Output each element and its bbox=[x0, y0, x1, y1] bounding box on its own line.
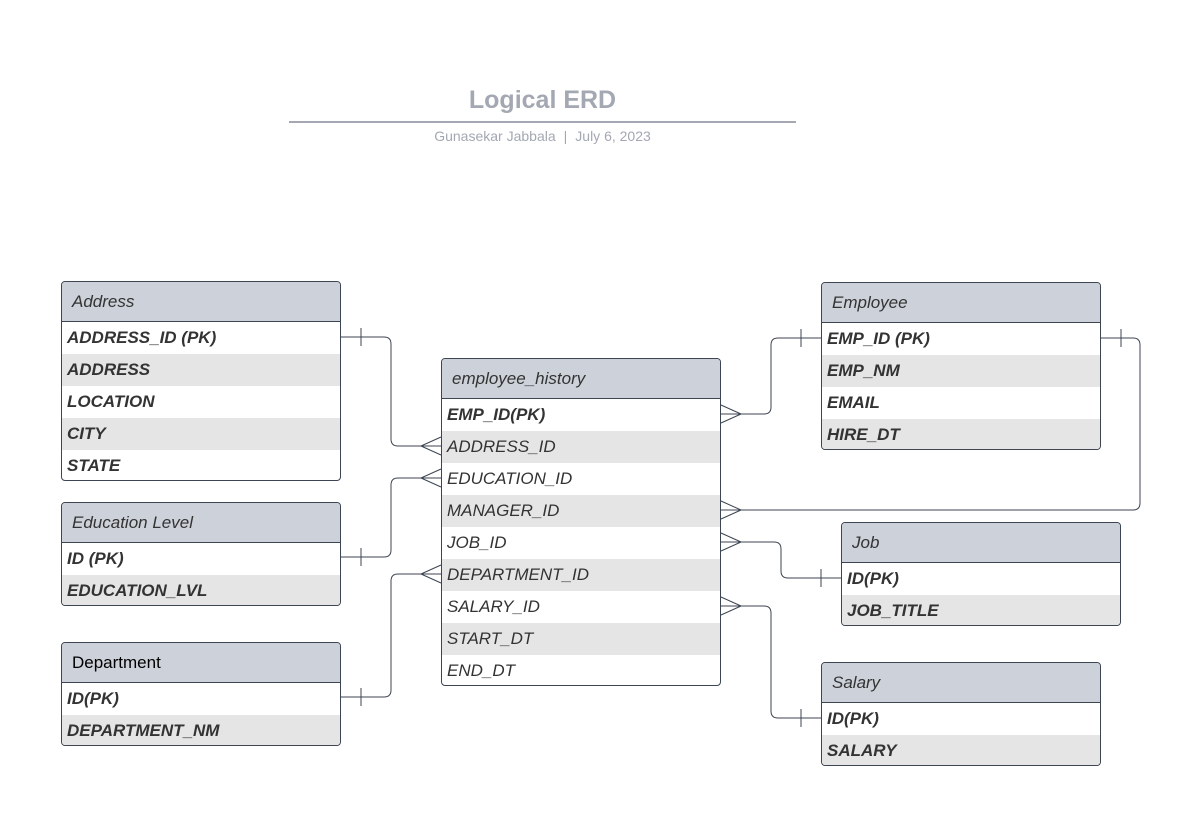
attribute-row[interactable]: EMAIL bbox=[827, 393, 880, 412]
entity-header[interactable]: Education Level bbox=[62, 503, 340, 543]
title-underline bbox=[289, 121, 796, 123]
entity-header[interactable]: employee_history bbox=[442, 359, 720, 399]
relationship-salary-history[interactable] bbox=[720, 596, 821, 727]
entity-address[interactable]: Address ADDRESS_ID (PK) ADDRESS LOCATION… bbox=[61, 281, 341, 481]
attribute-row[interactable]: HIRE_DT bbox=[822, 419, 1100, 449]
attribute-row[interactable]: ID(PK) bbox=[847, 569, 899, 588]
entity-header[interactable]: Employee bbox=[822, 283, 1100, 323]
entity-employee-history[interactable]: employee_history EMP_ID(PK) ADDRESS_ID E… bbox=[441, 358, 721, 686]
attribute-row[interactable]: END_DT bbox=[447, 661, 516, 680]
attribute-row[interactable]: EMP_NM bbox=[822, 355, 1100, 387]
attribute-row[interactable]: STATE bbox=[67, 456, 121, 475]
relationship-job-history[interactable] bbox=[720, 532, 841, 587]
attribute-row[interactable]: SALARY_ID bbox=[447, 597, 540, 616]
entity-job[interactable]: Job ID(PK) JOB_TITLE bbox=[841, 522, 1121, 626]
relationship-department-history[interactable] bbox=[341, 564, 442, 706]
subtitle-separator: | bbox=[563, 128, 568, 144]
entity-employee[interactable]: Employee EMP_ID (PK) EMP_NM EMAIL HIRE_D… bbox=[821, 282, 1101, 450]
relationship-address-history[interactable] bbox=[341, 328, 442, 456]
attribute-row[interactable]: ID(PK) bbox=[827, 709, 879, 728]
author-name: Gunasekar Jabbala bbox=[434, 128, 556, 144]
attribute-row[interactable]: SALARY bbox=[822, 735, 1100, 765]
entity-header[interactable]: Department bbox=[62, 643, 340, 683]
relationship-manager-history[interactable] bbox=[720, 329, 1141, 520]
attribute-row[interactable]: EMP_ID (PK) bbox=[827, 329, 930, 348]
attribute-row[interactable]: DEPARTMENT_ID bbox=[442, 559, 720, 591]
entity-salary[interactable]: Salary ID(PK) SALARY bbox=[821, 662, 1101, 766]
attribute-row[interactable]: ID(PK) bbox=[67, 689, 119, 708]
entity-header[interactable]: Job bbox=[842, 523, 1120, 563]
diagram-date: July 6, 2023 bbox=[575, 128, 651, 144]
entity-department[interactable]: Department ID(PK) DEPARTMENT_NM bbox=[61, 642, 341, 746]
diagram-subtitle: Gunasekar Jabbala | July 6, 2023 bbox=[289, 128, 796, 144]
attribute-row[interactable]: EDUCATION_ID bbox=[447, 469, 573, 488]
attribute-row[interactable]: LOCATION bbox=[67, 392, 155, 411]
entity-header[interactable]: Address bbox=[62, 282, 340, 322]
attribute-row[interactable]: ID (PK) bbox=[67, 549, 124, 568]
attribute-row[interactable]: JOB_TITLE bbox=[842, 595, 1120, 625]
relationship-education-history[interactable] bbox=[341, 468, 442, 566]
attribute-row[interactable]: MANAGER_ID bbox=[442, 495, 720, 527]
entity-education-level[interactable]: Education Level ID (PK) EDUCATION_LVL bbox=[61, 502, 341, 606]
attribute-row[interactable]: CITY bbox=[62, 418, 340, 450]
attribute-row[interactable]: START_DT bbox=[442, 623, 720, 655]
diagram-title: Logical ERD bbox=[468, 86, 617, 114]
entity-header[interactable]: Salary bbox=[822, 663, 1100, 703]
attribute-row[interactable]: ADDRESS_ID (PK) bbox=[67, 328, 217, 347]
attribute-row[interactable]: ADDRESS_ID bbox=[442, 431, 720, 463]
attribute-row[interactable]: JOB_ID bbox=[447, 533, 507, 552]
attribute-row[interactable]: ADDRESS bbox=[62, 354, 340, 386]
relationship-employee-history[interactable] bbox=[720, 329, 821, 424]
attribute-row[interactable]: EMP_ID(PK) bbox=[447, 405, 546, 424]
attribute-row[interactable]: DEPARTMENT_NM bbox=[62, 715, 340, 745]
attribute-row[interactable]: EDUCATION_LVL bbox=[62, 575, 340, 605]
